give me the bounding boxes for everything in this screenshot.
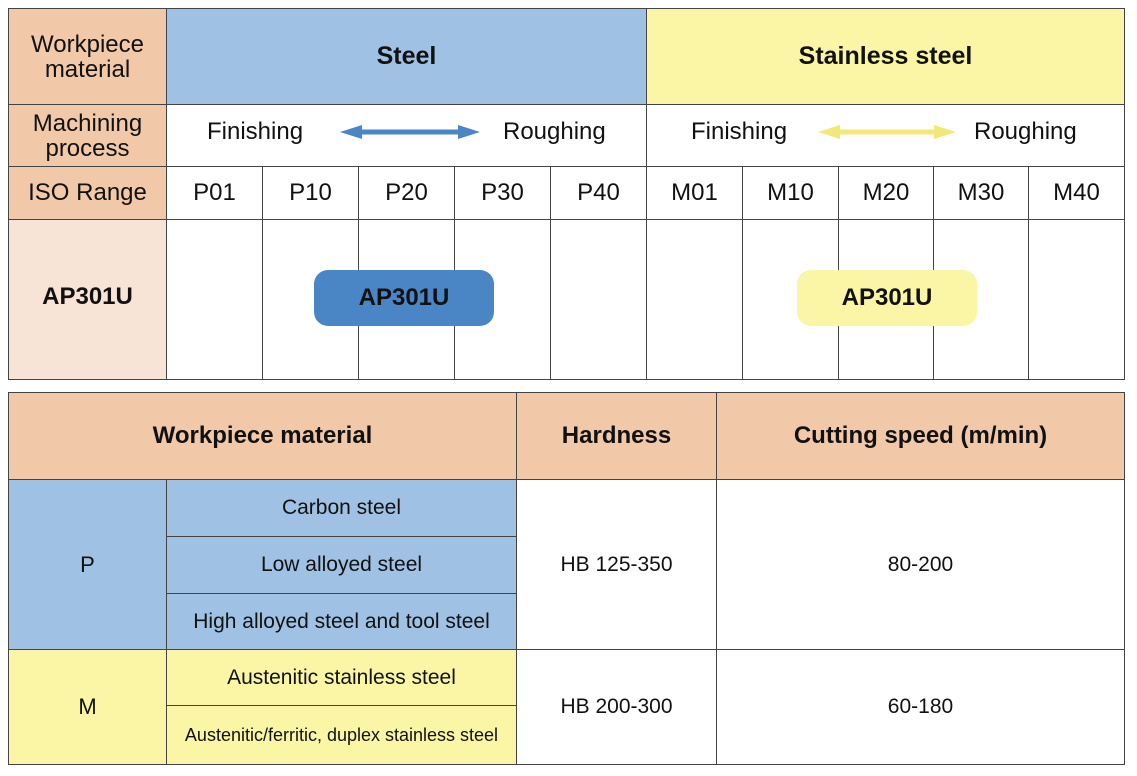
iso-cell-p10: P10 bbox=[262, 166, 359, 220]
row-label-workpiece-material: Workpiece material bbox=[8, 8, 167, 105]
iso-group-m: M bbox=[8, 649, 167, 765]
hardness-m: HB 200-300 bbox=[516, 649, 717, 765]
iso-cell-p01: P01 bbox=[166, 166, 263, 220]
steel-range-pill: AP301U bbox=[314, 270, 494, 326]
process-stainless-roughing: Roughing bbox=[974, 118, 1077, 145]
row-label-iso-range: ISO Range bbox=[8, 166, 167, 220]
cutting-speed-m: 60-180 bbox=[716, 649, 1125, 765]
iso-cell-m01: M01 bbox=[646, 166, 743, 220]
process-steel-roughing: Roughing bbox=[503, 118, 606, 145]
material-carbon-steel: Carbon steel bbox=[166, 479, 517, 537]
product-cell-p01 bbox=[166, 219, 263, 380]
stainless-range-pill: AP301U bbox=[797, 270, 977, 326]
iso-cell-m40: M40 bbox=[1028, 166, 1125, 220]
process-steel-finishing: Finishing bbox=[207, 118, 304, 145]
iso-group-p: P bbox=[8, 479, 167, 650]
material-high-alloyed-tool-steel: High alloyed steel and tool steel bbox=[166, 593, 517, 650]
row-label-product: AP301U bbox=[8, 219, 167, 380]
header-workpiece-material: Workpiece material bbox=[8, 392, 517, 480]
material-low-alloyed-steel: Low alloyed steel bbox=[166, 536, 517, 594]
process-stainless-cell bbox=[646, 104, 1125, 167]
double-arrow-icon bbox=[818, 125, 956, 139]
product-cell-m01 bbox=[646, 219, 743, 380]
material-austenitic-stainless: Austenitic stainless steel bbox=[166, 649, 517, 706]
header-hardness: Hardness bbox=[516, 392, 717, 480]
iso-cell-m30: M30 bbox=[933, 166, 1029, 220]
hardness-p: HB 125-350 bbox=[516, 479, 717, 650]
process-stainless-finishing: Finishing bbox=[691, 118, 788, 145]
material-header-steel: Steel bbox=[166, 8, 647, 105]
double-arrow-icon bbox=[340, 125, 480, 139]
iso-cell-p20: P20 bbox=[358, 166, 455, 220]
iso-cell-p40: P40 bbox=[550, 166, 647, 220]
cutting-speed-p: 80-200 bbox=[716, 479, 1125, 650]
material-duplex-stainless: Austenitic/ferritic, duplex stainless st… bbox=[166, 705, 517, 765]
iso-cell-m20: M20 bbox=[838, 166, 934, 220]
header-cutting-speed: Cutting speed (m/min) bbox=[716, 392, 1125, 480]
iso-cell-m10: M10 bbox=[742, 166, 839, 220]
material-header-stainless-steel: Stainless steel bbox=[646, 8, 1125, 105]
iso-cell-p30: P30 bbox=[454, 166, 551, 220]
product-cell-p40 bbox=[550, 219, 647, 380]
row-label-machining-process: Machining process bbox=[8, 104, 167, 167]
product-cell-m40 bbox=[1028, 219, 1125, 380]
